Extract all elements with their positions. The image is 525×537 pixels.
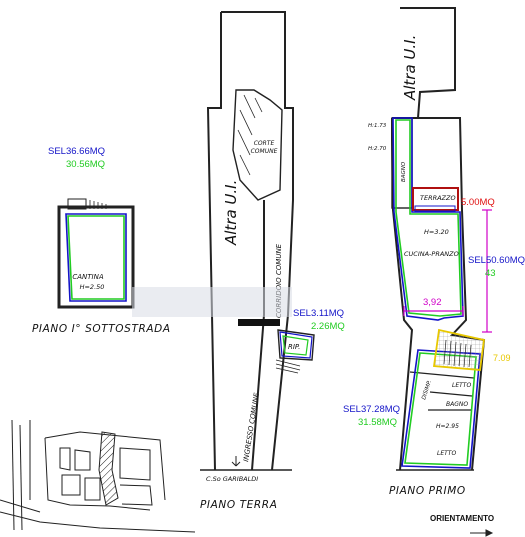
- first-sel-label: SEL50.60MQ: [468, 255, 525, 266]
- cantina-outline-blue: [65, 213, 127, 302]
- first-right-wall: [412, 117, 486, 471]
- first-caption: PIANO PRIMO: [389, 485, 466, 497]
- yellow-value: 7.09: [493, 353, 511, 363]
- bath-divider: [429, 391, 473, 397]
- disimp-label: DISIMP.: [421, 379, 433, 400]
- basement-caption: PIANO I° SOTTOSTRADA: [32, 323, 171, 335]
- basement-stair-steps: [85, 199, 107, 209]
- basement-wall-outer: [57, 205, 135, 309]
- bed-small-label: LETTO: [452, 382, 471, 389]
- corridor-label: CORRIDOIO COMUNE: [275, 243, 283, 318]
- first-upper-green: [395, 119, 462, 317]
- ground-landing-bar: [238, 319, 280, 326]
- ground-court-shape: [232, 89, 283, 201]
- orientation-label: ORIENTAMENTO: [430, 514, 494, 523]
- cantina-room-name: CANTINA: [72, 273, 103, 281]
- location-map: [0, 419, 196, 533]
- bed-large-label: LETTO: [437, 450, 456, 457]
- basement-sel-label: SEL36.66MQ: [48, 146, 106, 157]
- first-area2-label: 31.58MQ: [358, 417, 398, 428]
- height-label-2: H:2.70: [368, 146, 387, 152]
- bath-top-label: BAGNO: [401, 161, 407, 182]
- first-sel2-label: SEL37.28MQ: [343, 404, 401, 415]
- ground-neighbor-outline: [206, 12, 222, 471]
- neighbor-label-first: Altra U.I.: [401, 35, 419, 101]
- terrace-red: [412, 187, 459, 211]
- height-label-1: H:1.73: [368, 123, 387, 129]
- dimension-horizontal: [403, 306, 464, 316]
- bath-low-label: BAGNO: [446, 401, 468, 408]
- ground-sel-label: SEL3.11MQ: [293, 308, 345, 319]
- terrace-blue: [414, 205, 456, 212]
- storage-label: RIP.: [288, 343, 300, 351]
- first-stair-steps: [443, 339, 472, 368]
- bed-height-label: H=2.95: [436, 423, 459, 430]
- compass-arrow-icon: [470, 529, 494, 537]
- first-upper-blue: [392, 117, 464, 321]
- ground-neighbor-label: Altra U.I.: [222, 180, 240, 246]
- dimension-value: 3,92: [423, 297, 442, 308]
- ground-stair-box: [277, 329, 315, 361]
- floor-plan-drawing: CANTINA H=2.50 PIANO I° SOTTOSTRADA CORT…: [0, 7, 494, 537]
- ground-area-label: 2.26MQ: [311, 321, 345, 332]
- first-sel-sub: 43: [485, 268, 496, 279]
- terrace-area-label: 5.00MQ: [461, 197, 495, 208]
- entrance-label: INGRESSO COMUNE: [242, 392, 261, 463]
- court-hatching: [237, 94, 263, 176]
- bed-divider: [409, 371, 475, 379]
- court-label-1: CORTE: [254, 140, 275, 147]
- ground-stair-blue: [279, 331, 313, 359]
- cantina-height: H=2.50: [80, 283, 105, 291]
- ground-court-outline: [221, 11, 294, 200]
- kitchen-height: H=3.20: [424, 228, 449, 236]
- dimension-vertical: [482, 209, 492, 333]
- ground-entrance-arrow: [231, 456, 241, 467]
- terrace-label: TERRAZZO: [420, 194, 456, 202]
- kitchen-label: CUCINA-PRANZO: [404, 250, 459, 258]
- cantina-outline-green: [67, 215, 125, 300]
- street-label: C.So GARIBALDI: [206, 475, 258, 483]
- corridor-right-wall: [271, 199, 294, 471]
- stair-yellow-box: [432, 328, 486, 371]
- court-label-2: COMUNE: [251, 148, 278, 155]
- ground-stair-treads: [275, 359, 301, 374]
- blurred-overlay: [132, 287, 292, 317]
- ground-caption: PIANO TERRA: [200, 499, 278, 511]
- subject-building-hatch: [98, 431, 119, 506]
- basement-plan: CANTINA H=2.50 PIANO I° SOTTOSTRADA: [32, 198, 171, 335]
- ground-stair-green: [282, 335, 309, 356]
- basement-area-label: 30.56MQ: [66, 159, 106, 170]
